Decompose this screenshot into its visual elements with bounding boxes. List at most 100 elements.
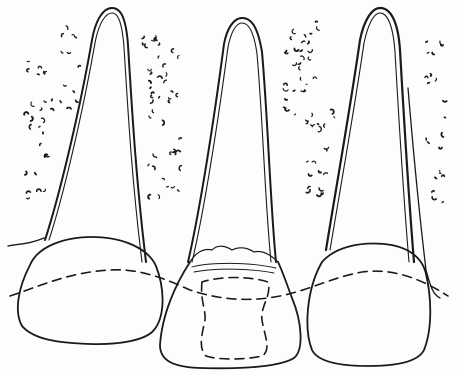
bone-speck — [153, 166, 155, 169]
bone-speck — [331, 109, 334, 113]
bone-speck — [302, 41, 305, 42]
middle-tooth-restoration-edge — [190, 246, 278, 262]
bone-speck — [435, 177, 437, 178]
bone-speck — [178, 56, 180, 59]
bone-speck — [44, 101, 46, 102]
middle-tooth-filling-outline — [201, 278, 269, 360]
bone-speck — [427, 53, 429, 54]
bone-speck — [25, 172, 27, 175]
bone-speck — [317, 27, 320, 31]
bone-speck — [285, 51, 287, 53]
bone-speck — [166, 73, 167, 76]
bone-speck — [150, 72, 151, 74]
bone-speck — [443, 101, 447, 102]
bone-speck — [334, 117, 335, 118]
bone-speck — [31, 102, 34, 106]
bone-speck — [151, 100, 154, 103]
middle-tooth-restoration-edge-3 — [194, 269, 274, 273]
bone-speck — [159, 97, 160, 98]
bone-speck — [312, 113, 313, 116]
bone-speck — [319, 188, 323, 191]
bone-speck — [72, 35, 74, 37]
bone-speck — [299, 67, 300, 70]
bone-speck — [317, 193, 321, 196]
bone-speck — [148, 69, 151, 71]
middle-tooth — [160, 18, 301, 368]
right-tooth-root-inner — [330, 13, 409, 262]
bone-speck — [300, 50, 302, 51]
bone-speck — [308, 57, 310, 60]
bone-speck — [51, 109, 54, 111]
bone-speck — [52, 99, 53, 101]
bone-speck — [304, 35, 305, 37]
bone-speck — [162, 178, 164, 179]
bone-speck — [439, 148, 442, 149]
right-tooth — [307, 8, 430, 366]
bone-speck — [178, 190, 180, 191]
bone-speck — [293, 63, 297, 66]
bone-speck — [38, 66, 41, 68]
bone-speck — [319, 171, 321, 173]
bone-speck — [428, 142, 430, 143]
bone-speck — [308, 50, 312, 53]
bone-speck — [27, 69, 29, 72]
bone-speck — [61, 34, 63, 37]
bone-speck — [285, 109, 289, 111]
bone-speck — [163, 64, 166, 67]
bone-speck — [312, 161, 316, 163]
bone-speck — [73, 91, 74, 92]
bone-speck — [45, 72, 47, 74]
bone-speck — [24, 112, 28, 115]
bone-speck — [40, 144, 41, 146]
bone-speck — [67, 108, 71, 109]
bone-speck — [148, 195, 150, 199]
bone-speck — [151, 92, 154, 93]
bone-speck — [441, 45, 443, 46]
bone-speck — [171, 49, 173, 53]
bone-speck — [42, 118, 45, 122]
bone-speck — [152, 110, 153, 113]
bone-speck — [171, 91, 173, 92]
bone-speck — [324, 173, 328, 175]
bone-speck — [313, 125, 315, 127]
bone-speck — [148, 164, 149, 166]
bone-speck — [145, 44, 148, 48]
left-tooth-root-outer — [45, 8, 146, 262]
bone-speck — [432, 53, 434, 55]
bone-speck — [78, 66, 80, 67]
bone-speck — [158, 76, 162, 78]
left-tooth — [18, 8, 163, 344]
bone-speck — [176, 93, 178, 96]
bone-speck — [425, 76, 428, 78]
bone-speck — [142, 36, 144, 38]
bone-speck — [151, 95, 153, 98]
bone-speck — [61, 51, 63, 53]
bone-speck — [149, 81, 151, 83]
bone-speck — [426, 41, 428, 42]
bone-speck — [428, 83, 430, 84]
bone-speck — [43, 189, 45, 191]
bone-speck — [300, 77, 301, 80]
bone-speck — [292, 29, 295, 33]
bone-speck — [35, 173, 36, 175]
bone-speck — [171, 187, 174, 188]
bone-speck — [308, 41, 309, 43]
bone-speck — [298, 63, 300, 64]
right-tooth-root-outer — [326, 8, 414, 262]
bone-speck — [60, 101, 61, 103]
bone-speck — [441, 133, 443, 137]
bone-speck — [301, 90, 305, 92]
bone-speck — [158, 43, 159, 45]
bone-speck — [26, 191, 30, 193]
bone-speck — [307, 161, 309, 162]
bone-stipple — [24, 21, 446, 202]
bone-speck — [149, 116, 151, 118]
bone-speck — [64, 85, 67, 86]
bone-speck — [37, 189, 41, 191]
bone-speck — [294, 114, 295, 115]
bone-speck — [38, 74, 40, 75]
bone-speck — [170, 152, 171, 154]
bone-speck — [142, 43, 143, 45]
right-tooth-crown — [307, 244, 430, 366]
